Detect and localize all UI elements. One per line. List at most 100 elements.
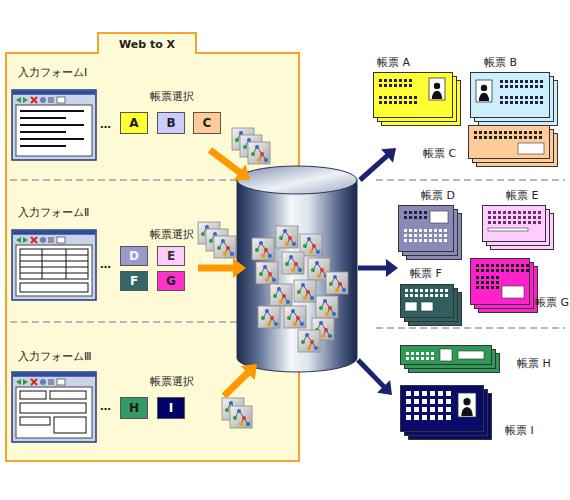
- field-dot: [399, 101, 402, 104]
- field-dot: [384, 96, 387, 99]
- field-dot: [513, 216, 516, 219]
- field-dot: [489, 131, 492, 134]
- output-arrow: [358, 259, 398, 277]
- field-dot: [520, 101, 523, 104]
- field-dot: [500, 96, 503, 99]
- tree-node: [309, 250, 313, 254]
- tree-node: [301, 283, 305, 287]
- field-dot: [530, 80, 533, 83]
- field-dot: [481, 276, 484, 279]
- field-dot: [389, 101, 392, 104]
- field-dot: [524, 131, 527, 134]
- field-dot: [491, 276, 494, 279]
- tree-node: [338, 282, 342, 286]
- field-dot: [419, 216, 422, 219]
- form-name: 帳票 B: [484, 56, 517, 70]
- output-form-card: 帳票 F: [400, 284, 462, 326]
- field-dot: [486, 276, 489, 279]
- field-dot: [399, 96, 402, 99]
- tree-node: [312, 244, 316, 248]
- field-dot: [439, 234, 442, 237]
- field-dot: [414, 415, 419, 420]
- field-dot: [513, 211, 516, 214]
- field-dot: [414, 239, 417, 242]
- output-form-card: 帳票 E: [482, 205, 554, 250]
- tree-node: [329, 282, 333, 286]
- field-box: [488, 228, 528, 231]
- field-dot: [421, 357, 424, 360]
- field-box: [440, 349, 452, 361]
- tree-links: [303, 335, 316, 348]
- field-dot: [523, 211, 526, 214]
- tree-links: [305, 239, 318, 252]
- field-dot: [405, 289, 408, 292]
- card-stack-outline: [482, 205, 554, 250]
- field-dot: [414, 399, 419, 404]
- card-stack-outline: [468, 125, 558, 167]
- form-select-button: E: [157, 246, 185, 266]
- tree-node: [306, 290, 310, 294]
- tree-node: [316, 250, 320, 254]
- field-box: [405, 302, 417, 311]
- field-dot: [394, 84, 397, 87]
- card-front-sheet: [471, 73, 550, 118]
- field-dot: [431, 352, 434, 355]
- field-dot: [404, 96, 407, 99]
- field-dot: [538, 211, 541, 214]
- field-dot: [476, 276, 479, 279]
- field-dot: [510, 85, 513, 88]
- field-dot: [439, 229, 442, 232]
- field-dot: [409, 216, 412, 219]
- section-label: 帳票選択: [150, 228, 194, 242]
- section-label: …: [100, 400, 111, 414]
- output-form-card: 帳票 A: [373, 72, 461, 126]
- form-name: 帳票 F: [410, 267, 442, 281]
- field-dot: [538, 216, 541, 219]
- field-dot: [498, 216, 501, 219]
- form-letter: D: [121, 247, 147, 265]
- tree-node: [307, 237, 311, 241]
- tree-node: [303, 244, 307, 248]
- field-dot: [411, 357, 414, 360]
- section-label: …: [100, 118, 111, 132]
- field-dot: [523, 216, 526, 219]
- tree-node: [332, 312, 336, 316]
- field-dot: [409, 239, 412, 242]
- card-front-sheet: [399, 206, 454, 252]
- photo-body: [432, 91, 442, 99]
- field-dot: [508, 216, 511, 219]
- tree-node: [303, 296, 307, 300]
- field-dot: [520, 96, 523, 99]
- field-dot: [511, 269, 514, 272]
- field-dot: [520, 80, 523, 83]
- field-dot: [384, 79, 387, 82]
- field-dot: [414, 216, 417, 219]
- field-dot: [426, 357, 429, 360]
- field-dot: [534, 131, 537, 134]
- section-label: 入力フォームⅡ: [18, 206, 89, 220]
- form-letter: G: [158, 272, 184, 290]
- field-dot: [430, 391, 435, 396]
- field-dot: [446, 407, 451, 412]
- field-dot: [384, 84, 387, 87]
- field-dot: [389, 96, 392, 99]
- field-dot: [429, 239, 432, 242]
- field-dot: [530, 96, 533, 99]
- field-dot: [509, 136, 512, 139]
- field-dot: [422, 391, 427, 396]
- photo-frame: [476, 80, 492, 102]
- field-dot: [430, 415, 435, 420]
- field-dot: [535, 96, 538, 99]
- field-dot: [516, 264, 519, 267]
- form-select-button: I: [157, 397, 185, 419]
- field-dot: [406, 407, 411, 412]
- field-dot: [530, 85, 533, 88]
- field-dot: [518, 216, 521, 219]
- field-box: [430, 211, 448, 223]
- tree-node: [317, 274, 321, 278]
- field-dot: [533, 221, 536, 224]
- panel-tab-title: Web to X: [97, 32, 197, 54]
- document-sheet: [326, 272, 348, 294]
- field-dot: [508, 221, 511, 224]
- field-dot: [439, 239, 442, 242]
